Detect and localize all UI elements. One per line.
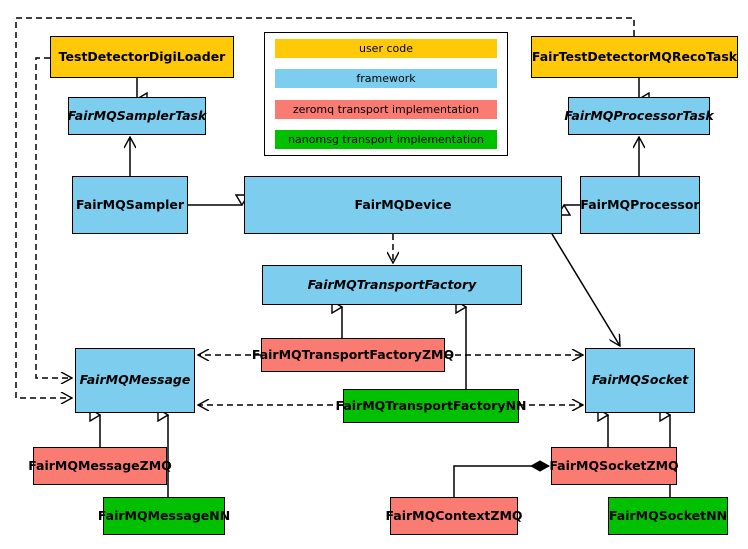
legend-label: nanomsg transport implementation	[288, 132, 484, 146]
node-label: FairMQMessage	[79, 372, 191, 388]
node-fairmqsocketzmq[interactable]: FairMQSocketZMQ	[549, 447, 679, 485]
node-fairmqprocessor[interactable]: FairMQProcessor	[580, 176, 700, 234]
legend-label: zeromq transport implementation	[292, 102, 480, 116]
node-fairmqsamplertask[interactable]: FairMQSamplerTask	[68, 97, 206, 135]
legend-item-framework: framework	[275, 69, 497, 89]
node-fairmqdevice[interactable]: FairMQDevice	[244, 176, 562, 234]
node-label: FairMQProcessor	[580, 196, 700, 212]
node-label: FairMQTransportFactoryNN	[335, 397, 527, 413]
legend-item-nanomsg: nanomsg transport implementation	[275, 129, 497, 149]
node-fairmqtransportfactory[interactable]: FairMQTransportFactory	[262, 265, 522, 305]
edge-device-socket	[551, 233, 620, 346]
node-fairmqcontextzmq[interactable]: FairMQContextZMQ	[385, 497, 523, 535]
node-label: FairMQDevice	[354, 196, 452, 212]
edge-digiloader-message	[35, 57, 72, 378]
legend-item-user-code: user code	[275, 39, 497, 58]
node-label: FairMQSampler	[75, 196, 185, 212]
node-fairmqtransportfactoryzmq[interactable]: FairMQTransportFactoryZMQ	[252, 338, 454, 372]
node-fairmqmessage[interactable]: FairMQMessage	[75, 348, 195, 413]
node-label: FairMQSocket	[591, 372, 689, 388]
node-label: FairMQTransportFactoryZMQ	[251, 346, 455, 362]
legend-label: framework	[356, 72, 416, 86]
legend-box: user code framework zeromq transport imp…	[264, 32, 508, 156]
node-label: FairMQMessageZMQ	[28, 457, 172, 473]
node-label: FairMQProcessorTask	[564, 107, 714, 123]
legend-label: user code	[358, 42, 414, 55]
node-fairmqsocket[interactable]: FairMQSocket	[585, 348, 695, 413]
node-fairtestdetectormqrecotask[interactable]: FairTestDetectorMQRecoTask	[531, 36, 738, 78]
node-label: FairTestDetectorMQRecoTask	[531, 48, 738, 64]
node-label: FairMQTransportFactory	[307, 276, 477, 292]
node-label: FairMQSocketNN	[608, 507, 728, 523]
node-label: FairMQMessageNN	[97, 507, 231, 523]
node-testdetectordigiloader[interactable]: TestDetectorDigiLoader	[50, 36, 234, 78]
node-fairmqmessagezmq[interactable]: FairMQMessageZMQ	[28, 447, 172, 485]
node-fairmqmessagenn[interactable]: FairMQMessageNN	[98, 497, 230, 535]
node-label: TestDetectorDigiLoader	[58, 48, 226, 64]
node-label: FairMQContextZMQ	[385, 507, 523, 523]
node-fairmqsocketnn[interactable]: FairMQSocketNN	[608, 497, 728, 535]
node-label: FairMQSocketZMQ	[549, 457, 679, 473]
node-fairmqsampler[interactable]: FairMQSampler	[72, 176, 188, 234]
node-fairmqtransportfactorynn[interactable]: FairMQTransportFactoryNN	[336, 389, 527, 423]
legend-item-zeromq: zeromq transport implementation	[275, 99, 497, 119]
edge-contextzmq-socketzmq	[453, 466, 549, 497]
node-label: FairMQSamplerTask	[67, 107, 207, 123]
node-fairmqprocessortask[interactable]: FairMQProcessorTask	[564, 97, 714, 135]
